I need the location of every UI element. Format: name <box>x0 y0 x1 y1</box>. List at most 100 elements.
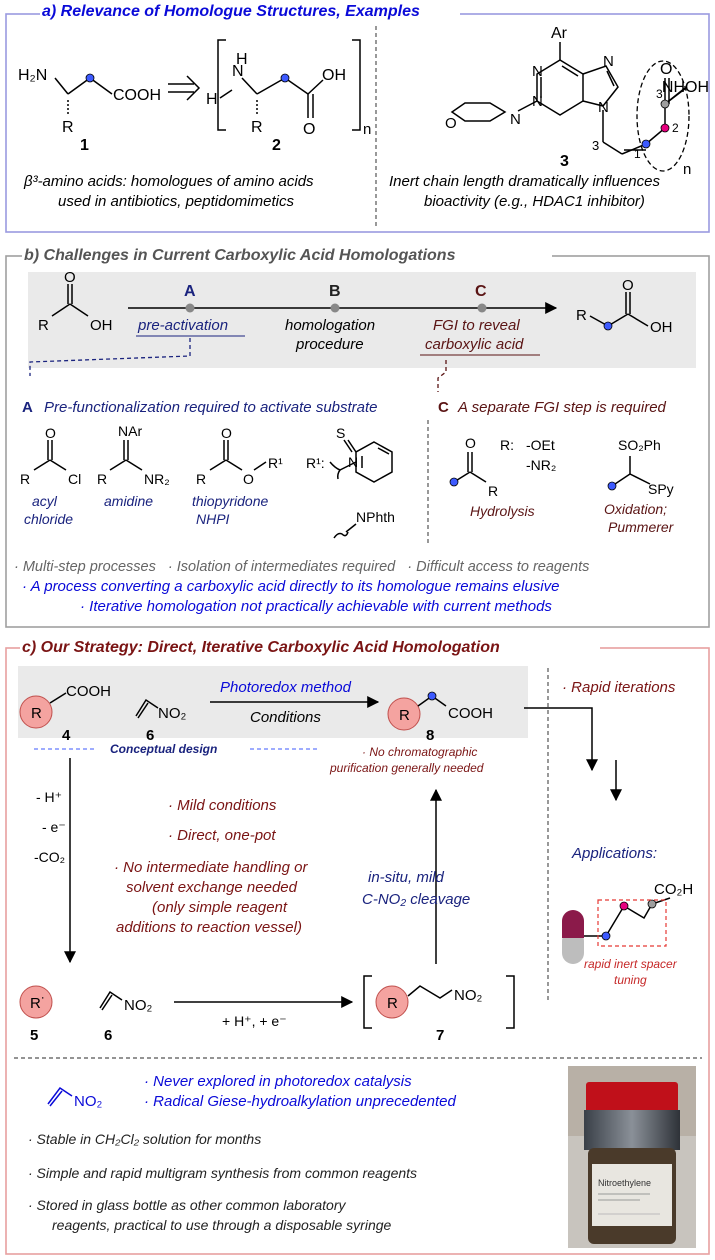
r-label: R <box>251 119 263 136</box>
step-node <box>330 303 340 313</box>
pyridinethione-structure <box>329 439 393 539</box>
retrosynthetic-arrow <box>168 75 201 101</box>
step-b-label: homologation <box>285 317 375 334</box>
spacer-label-2: tuning <box>614 973 647 987</box>
hydrolysis-label: Hydrolysis <box>470 503 535 519</box>
vinyl-bond <box>137 702 149 719</box>
h-label: H <box>206 91 218 108</box>
panel-c-title: c) Our Strategy: Direct, Iterative Carbo… <box>22 639 500 656</box>
start-acid <box>51 284 89 317</box>
no-intermediate-4: additions to reaction vessel) <box>116 919 302 936</box>
panel-c: c) Our Strategy: Direct, Iterative Carbo… <box>5 636 710 1255</box>
homologation-node <box>607 481 617 491</box>
r-label: R <box>38 317 49 334</box>
no2-label: NO₂ <box>124 997 153 1014</box>
photoredox-label: Photoredox method <box>220 679 352 696</box>
applications-label: Applications: <box>571 845 657 862</box>
problem-statement-2: · Iterative homologation not practically… <box>80 598 552 615</box>
nhpi-label: NHPI <box>196 511 230 527</box>
c-heading: A separate FGI step is required <box>457 399 667 416</box>
h2n-label: H₂N <box>18 67 47 84</box>
nr2-label: -NR₂ <box>526 457 556 473</box>
oh-label: OH <box>322 67 346 84</box>
process-band <box>28 272 696 368</box>
compound-number: 5 <box>30 1027 38 1044</box>
conceptual-design-label: Conceptual design <box>110 742 217 756</box>
n-label: N <box>532 93 543 110</box>
panel-b: b) Challenges in Current Carboxylic Acid… <box>5 244 710 628</box>
reagent-bottle-photo: Nitroethylene <box>568 1066 696 1248</box>
o-label: O <box>445 115 457 132</box>
r-label: R <box>576 307 587 324</box>
problem-statement-1: · A process converting a carboxylic acid… <box>22 578 559 595</box>
vinyl-bond <box>135 698 159 717</box>
o-label: O <box>660 61 672 78</box>
r-label: R <box>196 471 206 487</box>
no2-label: NO₂ <box>454 987 483 1004</box>
never-explored: · Never explored in photoredox catalysis <box>144 1073 412 1090</box>
drawbacks-list: · Multi-step processes · Isolation of in… <box>14 559 589 575</box>
ester-structure <box>209 440 267 471</box>
storage-note-1: · Stored in glass bottle as other common… <box>28 1197 346 1213</box>
no-intermediate-2: solvent exchange needed <box>126 879 298 896</box>
step-a-letter: A <box>184 283 196 300</box>
giese-unprecedented: · Radical Giese-hydroalkylation unpreced… <box>144 1093 457 1110</box>
minus-e-label: - e⁻ <box>42 819 66 835</box>
step-node <box>185 303 195 313</box>
node-1 <box>601 931 611 941</box>
o-label: O <box>622 277 634 294</box>
oh-label: OH <box>650 319 673 336</box>
acyl-chloride-structure <box>33 440 67 471</box>
homologation-node <box>427 691 437 701</box>
nhoh-label: NHOH <box>662 79 709 96</box>
compound-number: 3 <box>560 153 569 170</box>
no-intermediate-3: (only simple reagent <box>152 899 288 916</box>
oxidation-structure <box>611 456 651 487</box>
n-subscript: n <box>683 161 691 178</box>
vinyl-bond <box>49 1090 63 1107</box>
r-group-circle <box>387 697 421 731</box>
compound-number: 6 <box>146 727 154 744</box>
bottle-label: Nitroethylene <box>598 1178 651 1188</box>
oh-label: OH <box>90 317 113 334</box>
spacer-label-1: rapid inert spacer <box>584 957 678 971</box>
n-label: N <box>510 111 521 128</box>
spy-label: SPy <box>648 481 674 497</box>
no-chromatography-2: purification generally needed <box>329 761 484 775</box>
nphth-label: NPhth <box>356 509 395 525</box>
r1-label: R¹ <box>268 455 283 471</box>
r-label: R <box>387 995 398 1012</box>
nar-label: NAr <box>118 423 142 439</box>
ar-label: Ar <box>551 25 568 42</box>
rapid-iterations: · Rapid iterations <box>562 679 676 696</box>
r-label: R <box>20 471 30 487</box>
o-label: O <box>64 269 76 286</box>
h-e-label: + H⁺, + e⁻ <box>222 1013 287 1029</box>
r-label: R <box>97 471 107 487</box>
in-situ-label: in-situ, mild <box>368 869 445 886</box>
s-label: S <box>336 425 345 441</box>
compound-number: 2 <box>272 137 281 154</box>
cleavage-label: C-NO₂ cleavage <box>362 891 470 908</box>
no2-label: NO₂ <box>158 705 187 722</box>
compound-3 <box>450 42 687 155</box>
step-a-label: pre-activation <box>137 317 228 334</box>
caption-right-2: bioactivity (e.g., HDAC1 inhibitor) <box>424 193 645 210</box>
n-subscript: n <box>363 121 371 138</box>
oet-label: -OEt <box>526 437 555 453</box>
r-label: R <box>488 483 498 499</box>
vinyl-bond <box>99 990 123 1009</box>
step-b-label: procedure <box>295 336 364 353</box>
compound-number: 6 <box>104 1027 112 1044</box>
spacer-highlight <box>597 899 667 947</box>
nr2-label: NR₂ <box>144 471 170 487</box>
homologation-node <box>449 477 459 487</box>
r-colon-label: R: <box>500 437 514 453</box>
radical-label: R˙ <box>30 995 46 1012</box>
compound-1 <box>54 77 113 116</box>
caption-right-1: Inert chain length dramatically influenc… <box>389 173 660 190</box>
acyl-label: acyl <box>32 493 58 509</box>
cooh-label: COOH <box>448 705 493 722</box>
minus-co2-label: -CO₂ <box>34 849 65 865</box>
n-label: N <box>598 99 609 116</box>
